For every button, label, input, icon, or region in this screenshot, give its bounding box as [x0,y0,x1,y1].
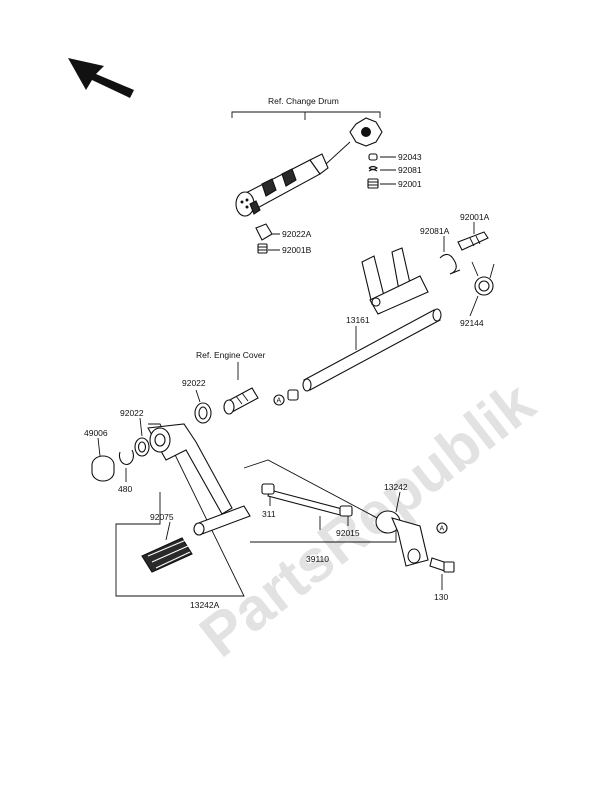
spring-92144 [471,261,495,296]
shift-fork [361,247,429,315]
pin-92001A [457,231,489,251]
svg-text:A: A [440,526,445,533]
part-label-13161: 13161 [346,315,370,325]
washer-92022-upper [194,402,212,424]
part-label-92015: 92015 [336,528,360,538]
part-label-130: 130 [434,592,448,602]
star-cam [349,117,383,147]
part-label-92081A: 92081A [420,226,450,236]
shift-lever-13242 [375,510,429,567]
tie-rod [261,483,353,517]
part-label-92043: 92043 [398,152,422,162]
part-label-92022-lower: 92022 [120,408,144,418]
shift-shaft-group: 13161 A 92081A 92001A 92144 [273,212,495,406]
shift-shaft [302,308,442,392]
plate-92022A [255,223,273,241]
cap-49006 [91,455,115,482]
part-label-92022-upper: 92022 [182,378,206,388]
part-label-49006: 49006 [84,428,108,438]
washer-92022-lower [134,437,150,457]
stud [223,387,259,415]
change-drum [235,153,329,217]
circle-a-icon: A [273,394,285,406]
change-drum-group: Ref. Change Drum 92043 92081 [231,96,422,255]
part-label-480: 480 [118,484,132,494]
part-label-13242: 13242 [384,482,408,492]
part-label-92001B: 92001B [282,245,312,255]
svg-text:A: A [277,398,282,405]
circle-a-icon: A [436,522,448,534]
part-label-92081: 92081 [398,165,422,175]
part-label-92022A: 92022A [282,229,312,239]
clip-92081A [439,253,461,275]
part-label-311: 311 [262,509,276,519]
bolt-92001 [367,178,379,189]
part-label-92144: 92144 [460,318,484,328]
linkage-group: 311 92015 39110 13242 A 130 [243,459,455,602]
collar [287,389,299,401]
shift-pedal [147,423,251,536]
part-label-13242A: 13242A [190,600,220,610]
part-label-92001A: 92001A [460,212,490,222]
part-label-92075: 92075 [150,512,174,522]
bolt-92001B [257,243,268,254]
circlip-480 [118,449,134,465]
pedal-rubber-92075 [141,537,193,573]
pin-92043 [368,153,378,161]
pedal-group: Ref. Engine Cover 92022 92022 49006 [84,350,266,610]
spring-92081 [368,165,378,172]
part-label-39110: 39110 [306,554,329,564]
bolt-130 [429,557,455,573]
ref-change-drum-label: Ref. Change Drum [268,96,339,106]
part-label-92001: 92001 [398,179,422,189]
ref-engine-cover-label: Ref. Engine Cover [196,350,266,360]
arrow-icon [68,58,134,98]
